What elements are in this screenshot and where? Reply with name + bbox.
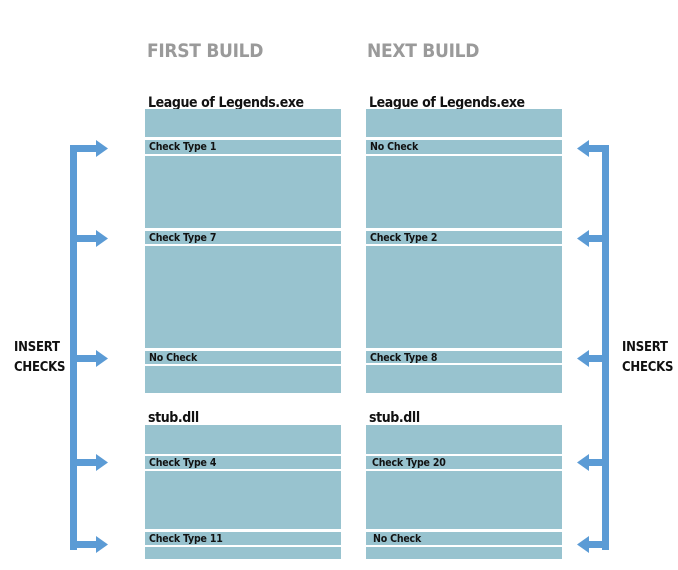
insert-checks-label-right: INSERT CHECKS <box>622 338 673 378</box>
code-block <box>145 425 341 454</box>
arrow-right-icon <box>70 454 108 471</box>
arrow-left-icon <box>577 454 609 471</box>
arrow-right-icon <box>70 140 108 157</box>
check-label: Check Type 4 <box>149 457 217 469</box>
check-row: No Check <box>366 140 562 154</box>
code-block <box>145 547 341 559</box>
arrow-left-icon <box>577 350 609 367</box>
checks-text: CHECKS <box>14 360 66 375</box>
code-block <box>145 156 341 228</box>
check-label: Check Type 8 <box>370 352 438 364</box>
right-bracket-line <box>602 145 609 550</box>
check-row: Check Type 4 <box>145 456 341 469</box>
code-block <box>366 156 562 228</box>
check-row: Check Type 7 <box>145 231 341 244</box>
check-label: Check Type 1 <box>149 141 217 153</box>
check-label: Check Type 7 <box>149 232 217 244</box>
check-row: No Check <box>366 532 562 545</box>
insert-text: INSERT <box>14 340 60 355</box>
code-block <box>366 109 562 137</box>
code-block <box>366 246 562 348</box>
check-label: Check Type 20 <box>372 457 446 469</box>
code-block <box>145 109 341 137</box>
code-block <box>366 365 562 393</box>
check-label: Check Type 2 <box>370 232 438 244</box>
code-block <box>145 366 341 393</box>
next-build-header: NEXT BUILD <box>367 40 480 62</box>
arrow-left-icon <box>577 536 609 553</box>
arrow-right-icon <box>70 230 108 247</box>
next-build-dll-label: stub.dll <box>369 410 420 426</box>
code-block <box>366 547 562 559</box>
arrow-left-icon <box>577 230 609 247</box>
code-block <box>366 425 562 454</box>
check-row: Check Type 8 <box>366 351 562 364</box>
checks-text: CHECKS <box>622 360 674 375</box>
code-block <box>145 471 341 529</box>
check-row: No Check <box>145 351 341 364</box>
first-build-exe-label: League of Legends.exe <box>148 95 304 111</box>
arrow-left-icon <box>577 140 609 157</box>
check-row: Check Type 11 <box>145 532 341 545</box>
code-block <box>366 471 562 529</box>
check-row: Check Type 1 <box>145 140 341 154</box>
first-build-dll-label: stub.dll <box>148 410 199 426</box>
check-label: Check Type 11 <box>149 533 223 545</box>
insert-text: INSERT <box>622 340 668 355</box>
code-block <box>145 246 341 348</box>
arrow-right-icon <box>70 350 108 367</box>
check-label: No Check <box>370 141 419 153</box>
next-build-exe-label: League of Legends.exe <box>369 95 525 111</box>
check-label: No Check <box>373 533 422 545</box>
insert-checks-label-left: INSERT CHECKS <box>14 338 65 378</box>
check-row: Check Type 2 <box>366 231 562 244</box>
first-build-header: FIRST BUILD <box>147 40 264 62</box>
check-row: Check Type 20 <box>366 456 562 469</box>
arrow-right-icon <box>70 536 108 553</box>
left-bracket-line <box>70 145 77 550</box>
check-label: No Check <box>149 352 198 364</box>
